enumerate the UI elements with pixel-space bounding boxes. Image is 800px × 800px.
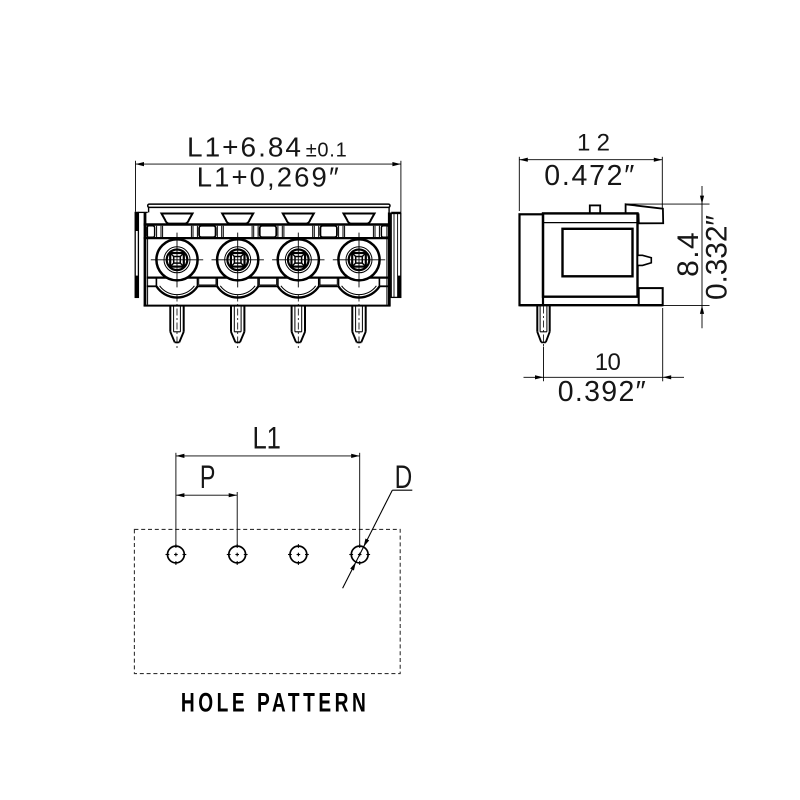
svg-text:HOLE PATTERN: HOLE PATTERN bbox=[181, 687, 370, 717]
svg-text:L1+6.84: L1+6.84 bbox=[187, 132, 301, 163]
svg-text:10: 10 bbox=[595, 349, 621, 376]
svg-text:0.472″: 0.472″ bbox=[544, 160, 634, 192]
svg-text:±0.1: ±0.1 bbox=[306, 140, 347, 162]
svg-text:D: D bbox=[395, 459, 413, 495]
svg-text:L1: L1 bbox=[252, 419, 281, 455]
svg-text:0.332″: 0.332″ bbox=[700, 215, 733, 300]
svg-text:8.4: 8.4 bbox=[672, 232, 705, 277]
svg-text:P: P bbox=[200, 459, 216, 495]
svg-text:L1+0,269″: L1+0,269″ bbox=[197, 161, 339, 192]
svg-text:0.392″: 0.392″ bbox=[558, 376, 646, 408]
